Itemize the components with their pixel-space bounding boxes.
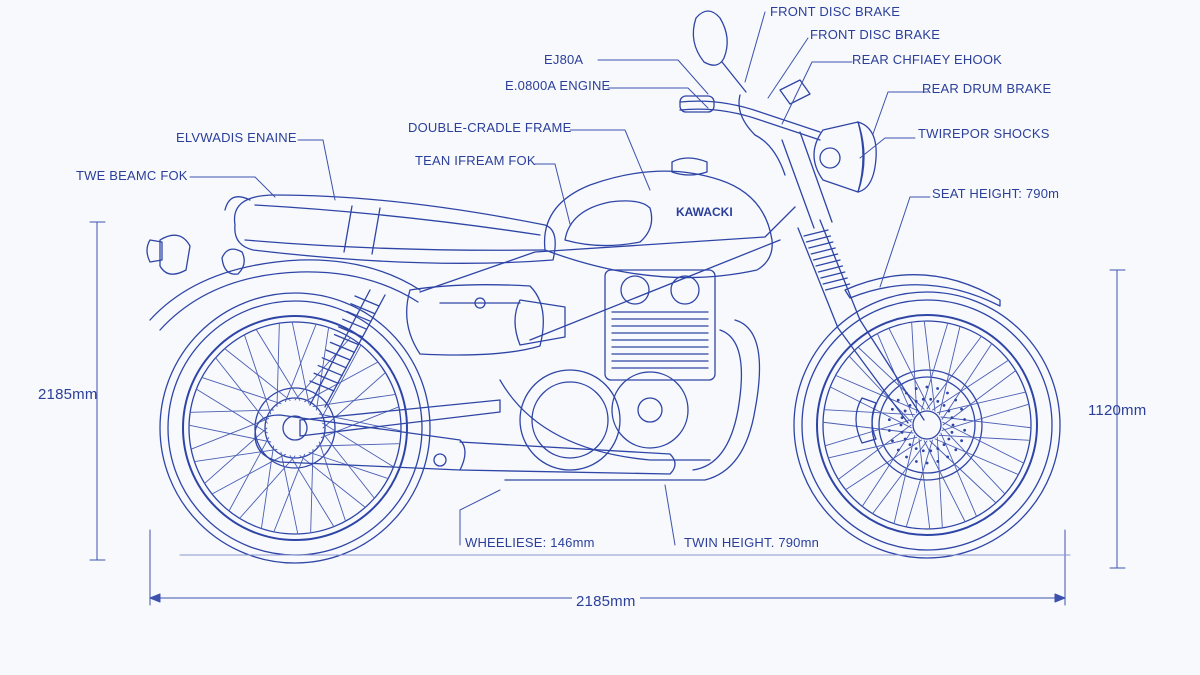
dimension-left-height: 2185mm <box>38 386 98 403</box>
label-engine: E.0800A ENGINE <box>505 78 611 93</box>
label-rear-chfiaey-ehook: REAR CHFIAEY EHOOK <box>852 52 1003 67</box>
handlebar <box>679 10 821 176</box>
front-wheel <box>793 291 1061 559</box>
tank-badge-label: KAWACKI <box>676 205 733 219</box>
frame <box>419 206 796 481</box>
rear-shocks <box>309 289 386 408</box>
dimension-twin-height: TWIN HEIGHT. 790mn <box>684 535 820 550</box>
callout-leaders <box>189 11 931 546</box>
engine-block <box>499 269 716 471</box>
label-seat-height: SEAT HEIGHT: 790m <box>932 186 1060 201</box>
dimension-lines <box>89 221 1126 606</box>
swingarm <box>299 399 501 437</box>
dimension-overall-length: 2185mm <box>572 593 640 610</box>
side-cover <box>406 284 544 356</box>
dimension-wheelbase: WHEELIESE: 146mm <box>465 535 595 550</box>
headlight <box>813 121 877 193</box>
rear-fender <box>146 196 421 331</box>
seat <box>233 194 556 264</box>
fuel-tank <box>543 157 773 279</box>
label-front-disc-brake-2: FRONT DISC BRAKE <box>810 27 941 42</box>
label-tean-ifream-fok: TEAN IFREAM FOK <box>415 153 536 168</box>
front-fork <box>781 131 925 424</box>
dimension-right-height: 1120mm <box>1088 402 1147 419</box>
front-fender <box>844 274 1001 307</box>
label-twe-beamc-fok: TWE BEAMC FOK <box>76 168 188 183</box>
label-double-cradle-frame: DOUBLE-CRADLE FRAME <box>408 120 572 135</box>
label-ej80a: EJ80A <box>544 52 584 67</box>
label-front-disc-brake-1: FRONT DISC BRAKE <box>770 4 901 19</box>
label-elvwadis-enaine: ELVWADIS ENAINE <box>176 130 297 145</box>
label-twirepor-shocks: TWIREPOR SHOCKS <box>918 126 1050 141</box>
exhaust <box>254 414 676 475</box>
label-rear-drum-brake: REAR DRUM BRAKE <box>922 81 1052 96</box>
rear-wheel <box>159 292 431 564</box>
